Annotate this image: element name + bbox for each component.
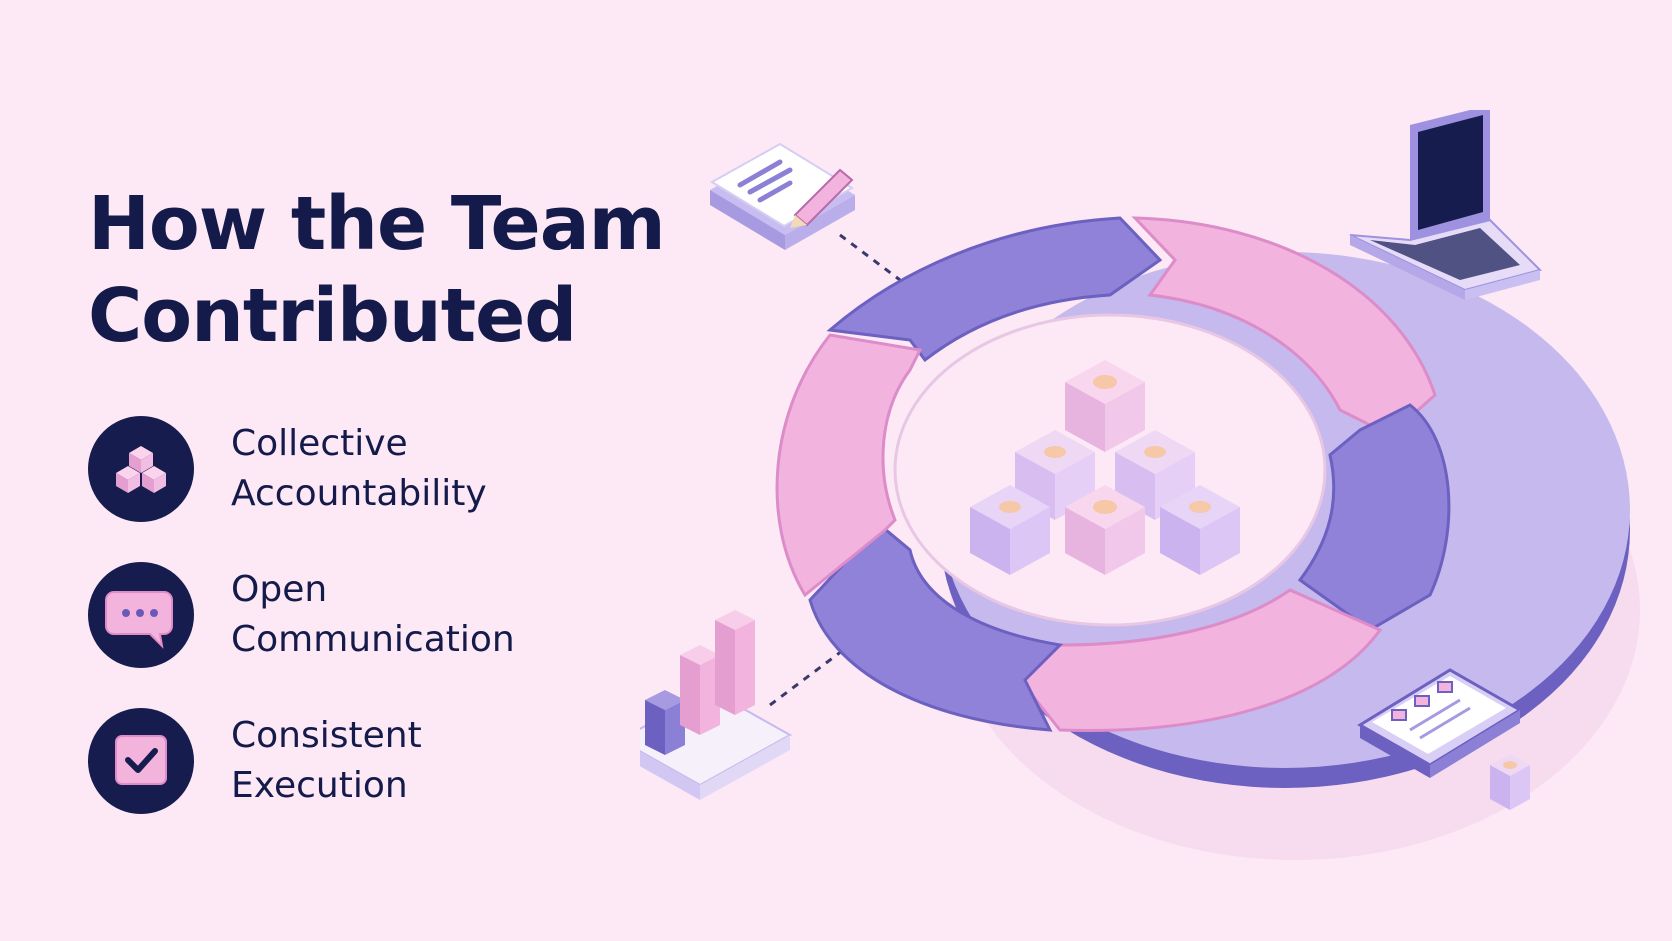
- stacked-blocks-icon: [970, 360, 1240, 575]
- feature-label-line-1: Collective: [231, 423, 408, 464]
- notepad-pencil-icon: [710, 142, 855, 250]
- checkbox-icon: [115, 735, 167, 785]
- page-title-line-1: How the Team: [88, 181, 666, 267]
- feature-label-line-1: Consistent: [231, 715, 422, 756]
- laptop-icon: [1349, 110, 1542, 300]
- cubes-icon: [116, 446, 166, 493]
- feature-label: Open Communication: [231, 565, 515, 665]
- bar-chart-icon: [640, 610, 793, 800]
- feature-label: Consistent Execution: [231, 711, 422, 811]
- feature-icon-badge: [88, 708, 194, 814]
- checklist-tablet-icon: [1357, 668, 1530, 810]
- feature-open-communication: Open Communication: [88, 562, 648, 668]
- feature-label: Collective Accountability: [231, 419, 487, 519]
- page-title-line-2: Contributed: [88, 273, 577, 359]
- feature-label-line-2: Accountability: [231, 473, 487, 514]
- chat-bubble-icon: [105, 591, 173, 649]
- feature-consistent-execution: Consistent Execution: [88, 708, 648, 814]
- feature-collective-accountability: Collective Accountability: [88, 416, 648, 522]
- feature-label-line-1: Open: [231, 569, 328, 610]
- feature-icon-badge: [88, 416, 194, 522]
- team-cycle-diagram: [640, 110, 1640, 860]
- feature-icon-badge: [88, 562, 194, 668]
- feature-label-line-2: Communication: [231, 619, 515, 660]
- feature-label-line-2: Execution: [231, 765, 408, 806]
- page-title: How the Team Contributed: [88, 178, 708, 362]
- cycle-ring-segments: [775, 216, 1451, 732]
